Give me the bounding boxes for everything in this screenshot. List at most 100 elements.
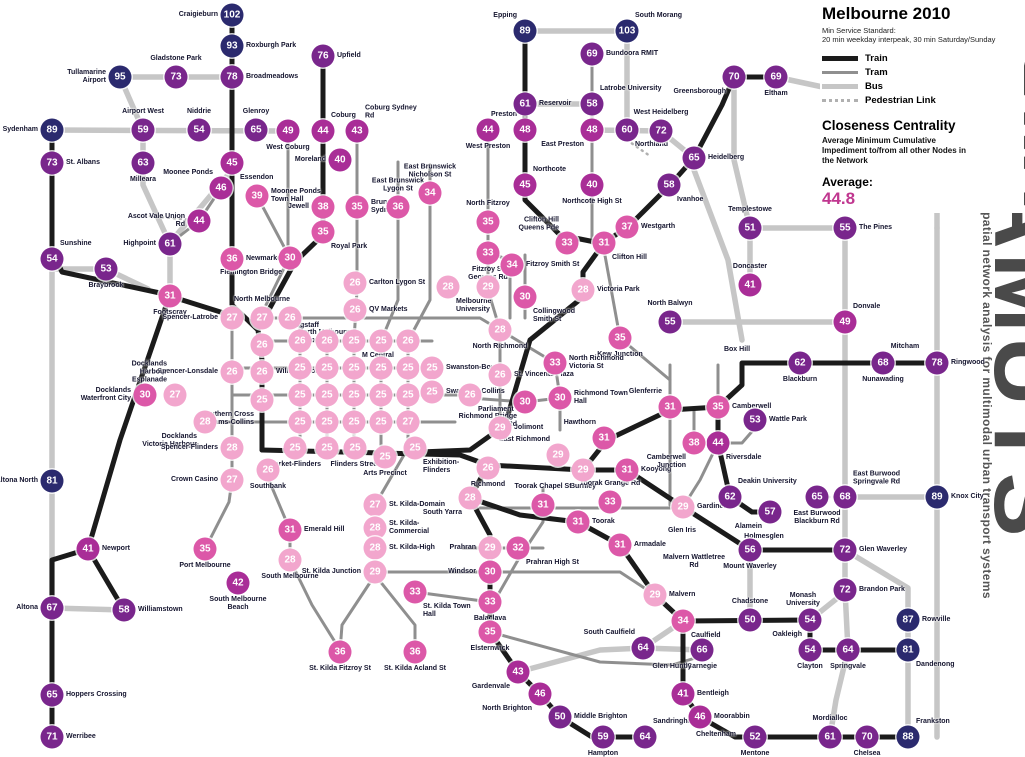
station-node: 30 bbox=[548, 386, 572, 410]
station-node: 67 bbox=[40, 596, 64, 620]
station-label: Parliament bbox=[478, 406, 514, 413]
legend-label: Bus bbox=[865, 81, 883, 93]
station-node: 72 bbox=[833, 538, 857, 562]
station-node: 25 bbox=[342, 383, 366, 407]
station-node: 46 bbox=[528, 682, 552, 706]
station-label: South Melbourne Beach bbox=[209, 596, 267, 611]
station-label: Eltham bbox=[764, 90, 788, 97]
station-label: West Coburg bbox=[266, 144, 310, 151]
station-node: 62 bbox=[718, 485, 742, 509]
service-standard-title: Min Service Standard: bbox=[822, 26, 896, 35]
station-node: 46 bbox=[688, 705, 712, 729]
station-node: 26 bbox=[458, 383, 482, 407]
station-node: 30 bbox=[133, 383, 157, 407]
station-label: Mentone bbox=[740, 750, 770, 757]
station-label: Market-Flinders bbox=[268, 461, 322, 468]
station-label: Sydenham bbox=[2, 126, 38, 134]
station-node: 31 bbox=[608, 533, 632, 557]
service-standard-text: 20 min weekday interpeak, 30 min Saturda… bbox=[822, 35, 996, 45]
station-node: 27 bbox=[220, 468, 244, 492]
station-label: Moonee Ponds Town Hall bbox=[271, 188, 321, 203]
station-label: Collingwood Smith St bbox=[533, 308, 575, 323]
station-node: 66 bbox=[690, 638, 714, 662]
station-node: 54 bbox=[187, 118, 211, 142]
station-label: Chelsea bbox=[853, 750, 881, 757]
legend-panel: Melbourne 2010 Min Service Standard: 20 … bbox=[820, 2, 1024, 213]
station-label: Nunawading bbox=[862, 376, 904, 383]
station-node: 25 bbox=[403, 436, 427, 460]
station-node: 65 bbox=[244, 118, 268, 142]
station-node: 28 bbox=[436, 275, 460, 299]
station-node: 25 bbox=[343, 436, 367, 460]
legend-item-train: Train bbox=[822, 52, 1024, 66]
station-node: 70 bbox=[722, 65, 746, 89]
station-node: 58 bbox=[112, 598, 136, 622]
average-label: Average: bbox=[822, 174, 873, 189]
station-node: 28 bbox=[488, 318, 512, 342]
station-node: 33 bbox=[478, 590, 502, 614]
station-label: Footscray bbox=[153, 309, 187, 316]
station-node: 29 bbox=[363, 560, 387, 584]
station-label: Airport West bbox=[122, 108, 164, 116]
station-node: 56 bbox=[738, 538, 762, 562]
station-node: 102 bbox=[220, 3, 244, 27]
station-node: 26 bbox=[396, 329, 420, 353]
station-node: 87 bbox=[896, 608, 920, 632]
map-title: Melbourne 2010 bbox=[822, 4, 951, 23]
station-label: Greensborough bbox=[673, 88, 726, 95]
station-label: Ascot Vale Union Rd bbox=[127, 213, 185, 228]
station-label: Flemington Bridge bbox=[220, 269, 282, 276]
station-node: 49 bbox=[833, 310, 857, 334]
station-node: 44 bbox=[187, 209, 211, 233]
station-node: 41 bbox=[738, 273, 762, 297]
station-label: Broadmeadows bbox=[246, 73, 299, 81]
station-label: Richmond bbox=[470, 481, 506, 488]
station-node: 25 bbox=[369, 410, 393, 434]
bus-lines bbox=[49, 28, 940, 740]
station-node: 48 bbox=[580, 118, 604, 142]
station-node: 88 bbox=[896, 725, 920, 749]
station-node: 78 bbox=[220, 65, 244, 89]
station-node: 59 bbox=[131, 118, 155, 142]
area-label: Box Hill bbox=[723, 346, 751, 354]
station-node: 35 bbox=[478, 620, 502, 644]
station-node: 68 bbox=[833, 485, 857, 509]
station-label: Upfield bbox=[337, 52, 361, 60]
station-node: 33 bbox=[476, 241, 500, 265]
station-label: Gardiner bbox=[697, 503, 727, 511]
station-label: Docklands Waterfront City bbox=[80, 387, 131, 402]
station-node: 55 bbox=[658, 310, 682, 334]
station-node: 29 bbox=[476, 275, 500, 299]
station-node: 35 bbox=[311, 220, 335, 244]
station-label: Sandringham bbox=[653, 718, 698, 726]
station-node: 78 bbox=[925, 351, 949, 375]
station-node: 31 bbox=[531, 493, 555, 517]
station-label: Niddrie bbox=[186, 108, 212, 116]
station-label: Balaclava bbox=[473, 615, 507, 622]
station-node: 29 bbox=[571, 458, 595, 482]
station-label: St. Albans bbox=[66, 159, 100, 167]
station-label: Northcote bbox=[533, 166, 567, 174]
station-label: Flinders Street bbox=[330, 461, 380, 468]
station-node: 44 bbox=[311, 119, 335, 143]
station-node: 31 bbox=[658, 395, 682, 419]
station-label: East Richmond bbox=[499, 436, 550, 444]
station-label: Moreland bbox=[294, 156, 326, 164]
station-label: Richmond Bridge Rd bbox=[458, 413, 517, 428]
station-node: 25 bbox=[396, 356, 420, 380]
station-node: 28 bbox=[363, 516, 387, 540]
station-label: Glenroy bbox=[242, 108, 270, 116]
station-node: 89 bbox=[925, 485, 949, 509]
average-value: 44.8 bbox=[822, 188, 856, 208]
centrality-description: Average Minimum Cumulative Impediment to… bbox=[822, 135, 967, 165]
area-label: Monash University bbox=[786, 592, 820, 607]
legend-item-pedestrian: Pedestrian Link bbox=[822, 94, 1024, 108]
station-node: 31 bbox=[592, 426, 616, 450]
station-label: Spencer-Lonsdale bbox=[157, 368, 218, 376]
pedestrian-links bbox=[148, 138, 842, 499]
station-node: 65 bbox=[682, 146, 706, 170]
station-label: Southern Cross Williams-Collins bbox=[199, 411, 254, 426]
station-node: 44 bbox=[476, 118, 500, 142]
station-node: 25 bbox=[288, 410, 312, 434]
station-label: Werribee bbox=[66, 733, 96, 741]
